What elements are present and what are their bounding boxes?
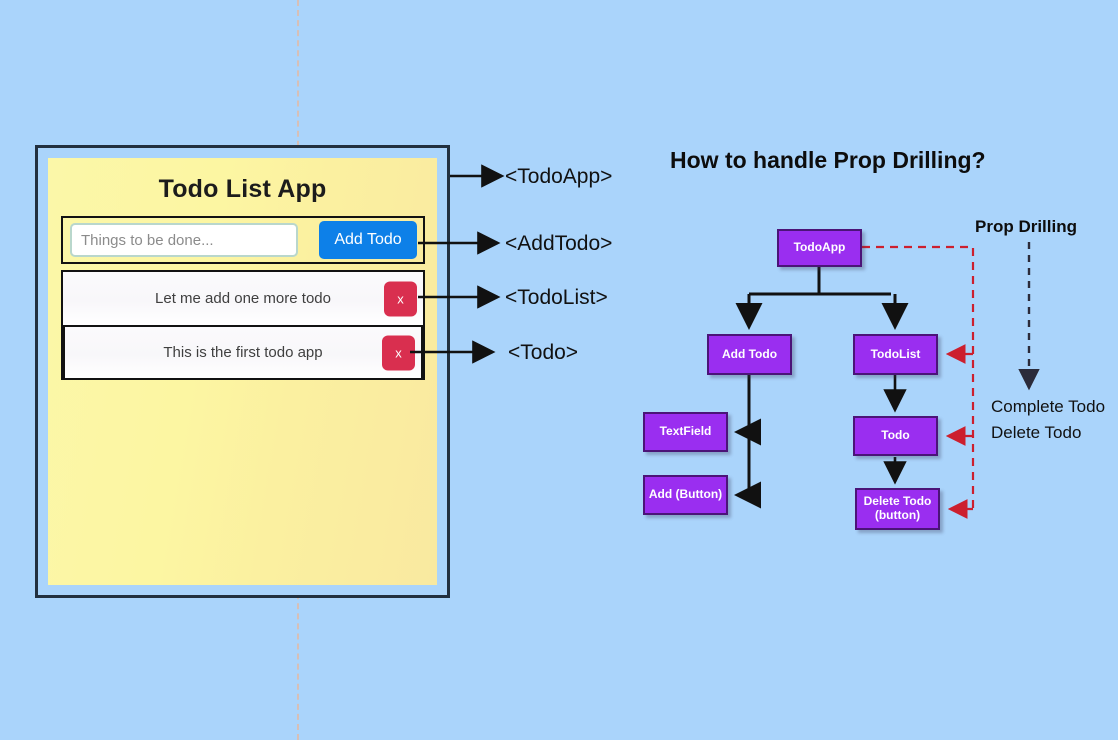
todo-text-input[interactable]	[70, 223, 298, 257]
diagram-node-add-button[interactable]: Add (Button)	[643, 475, 728, 515]
app-title: Todo List App	[158, 175, 327, 203]
diagram-node-delete-todo-line1: Delete Todo	[863, 494, 932, 509]
side-text-complete-todo: Complete Todo	[991, 397, 1106, 416]
diagram-node-addtodo[interactable]: Add Todo	[707, 334, 792, 375]
todo-app-panel: Todo List App Add Todo Let me add one mo…	[48, 158, 437, 585]
side-text-delete-todo: Delete Todo	[991, 423, 1082, 442]
todo-list-component: Let me add one more todo x This is the f…	[61, 270, 425, 380]
diagram-node-todo[interactable]: Todo	[853, 416, 938, 456]
todo-item-text: This is the first todo app	[163, 344, 323, 361]
callout-label-todolist: <TodoList>	[505, 286, 608, 309]
list-item[interactable]: This is the first todo app x	[63, 325, 423, 380]
todo-app-frame: Todo List App Add Todo Let me add one mo…	[35, 145, 450, 598]
diagram-node-delete-todo[interactable]: Delete Todo (button)	[855, 488, 940, 530]
delete-todo-button[interactable]: x	[384, 281, 417, 316]
diagram-node-todolist[interactable]: TodoList	[853, 334, 938, 375]
diagram-node-todoapp[interactable]: TodoApp	[777, 229, 862, 267]
add-todo-component: Add Todo	[61, 216, 425, 264]
diagram-title: How to handle Prop Drilling?	[670, 147, 986, 173]
callout-label-addtodo: <AddTodo>	[505, 232, 613, 255]
todo-item-text: Let me add one more todo	[155, 290, 331, 307]
callout-label-todoapp: <TodoApp>	[505, 165, 613, 188]
diagram-node-textfield[interactable]: TextField	[643, 412, 728, 452]
delete-todo-button[interactable]: x	[382, 335, 415, 370]
diagram-node-delete-todo-line2: (button)	[874, 508, 921, 522]
prop-drilling-label: Prop Drilling	[975, 217, 1077, 236]
list-item[interactable]: Let me add one more todo x	[63, 272, 423, 325]
add-todo-button[interactable]: Add Todo	[319, 221, 417, 259]
callout-label-todo: <Todo>	[508, 341, 579, 364]
